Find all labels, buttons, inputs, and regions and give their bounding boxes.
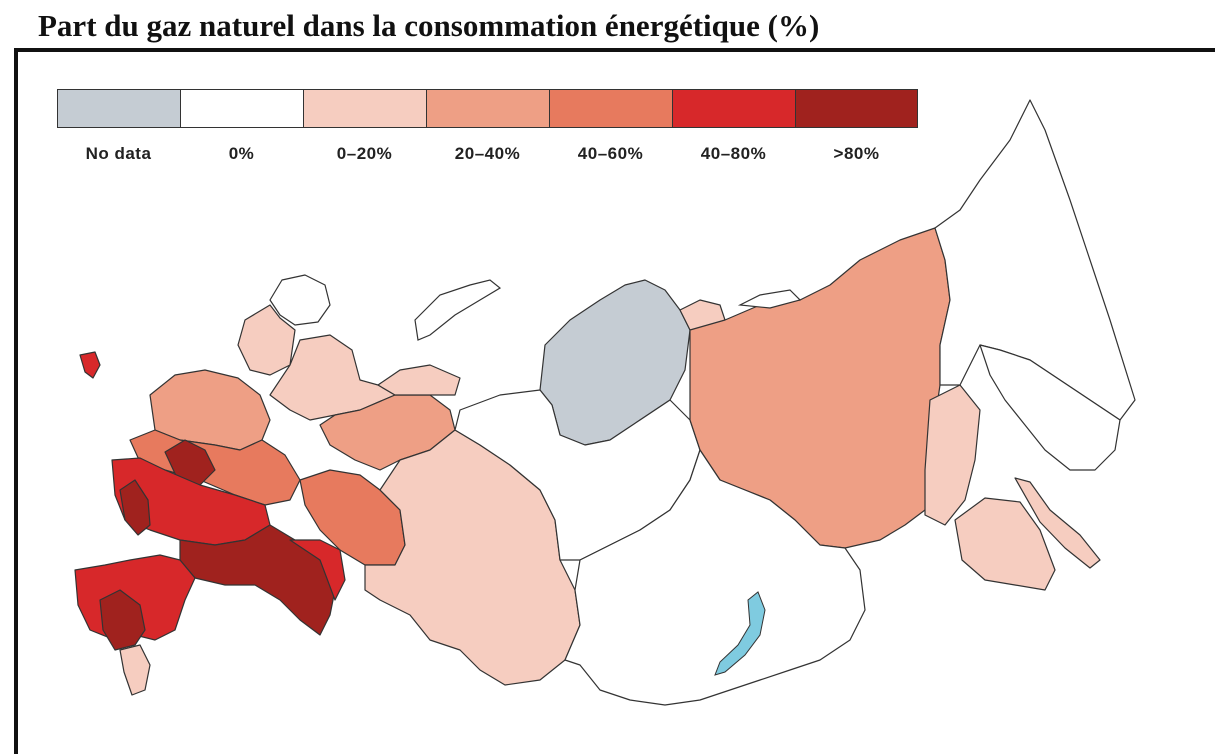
region-nenets	[377, 364, 461, 396]
legend-label: No data	[85, 144, 152, 163]
region-primorye	[954, 497, 1056, 591]
legend-label: 40–60%	[577, 144, 644, 163]
legend-item-0-20: 0–20%	[303, 89, 426, 164]
lake-baikal	[714, 591, 766, 676]
legend-label: 0%	[228, 144, 255, 163]
legend-label: >80%	[833, 144, 880, 163]
legend-label: 40–80%	[700, 144, 767, 163]
region-volga-dark	[179, 524, 336, 636]
legend-item-20-40: 20–40%	[426, 89, 549, 164]
legend-item-no-data: No data	[57, 89, 180, 164]
legend-item-40-80: 40–80%	[672, 89, 795, 164]
legend-swatch	[180, 89, 303, 128]
legend-swatch	[57, 89, 180, 128]
island-arctic	[737, 289, 802, 309]
legend-item-40-60: 40–60%	[549, 89, 672, 164]
legend-item-zero: 0%	[180, 89, 303, 164]
region-caucasus-dark	[99, 589, 146, 651]
legend-swatch	[672, 89, 795, 128]
legend: No data 0% 0–20% 20–40% 40–60% 40–80% >8…	[57, 89, 918, 164]
legend-swatch	[795, 89, 918, 128]
legend-label: 20–40%	[454, 144, 521, 163]
legend-item-over-80: >80%	[795, 89, 918, 164]
legend-label: 0–20%	[336, 144, 393, 163]
island-novaya-zemlya	[414, 279, 502, 341]
region-caucasus-tip	[119, 644, 151, 696]
region-west-dark	[119, 479, 151, 536]
region-south-siberia-white	[564, 449, 866, 706]
region-murmansk	[269, 274, 331, 326]
region-khabarovsk	[924, 384, 981, 526]
region-sakhalin	[1014, 477, 1101, 569]
legend-swatch	[303, 89, 426, 128]
legend-swatch	[426, 89, 549, 128]
region-lower-volga	[289, 539, 346, 601]
legend-swatch	[549, 89, 672, 128]
region-kamchatka	[979, 344, 1121, 471]
region-kaliningrad	[79, 351, 101, 379]
map-title: Part du gaz naturel dans la consommation…	[38, 8, 820, 43]
